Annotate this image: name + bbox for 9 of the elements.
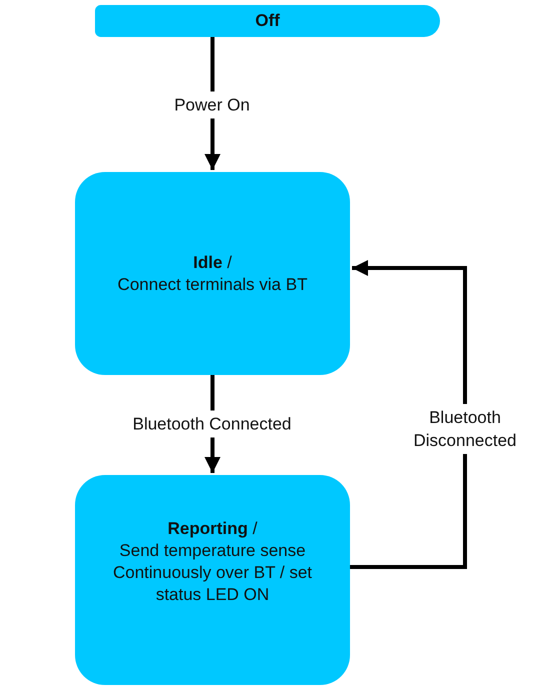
state-box	[95, 5, 440, 37]
state-box	[75, 172, 350, 375]
state-action: Connect terminals via BT	[118, 274, 308, 296]
state-name: Reporting /	[168, 518, 258, 540]
state-name: Off	[255, 10, 280, 32]
arrow	[350, 260, 467, 569]
state-action: Send temperature sense Continuously over BT / set status LED ON	[112, 540, 314, 606]
state-name: Idle /	[193, 252, 232, 274]
state-box	[75, 475, 350, 685]
